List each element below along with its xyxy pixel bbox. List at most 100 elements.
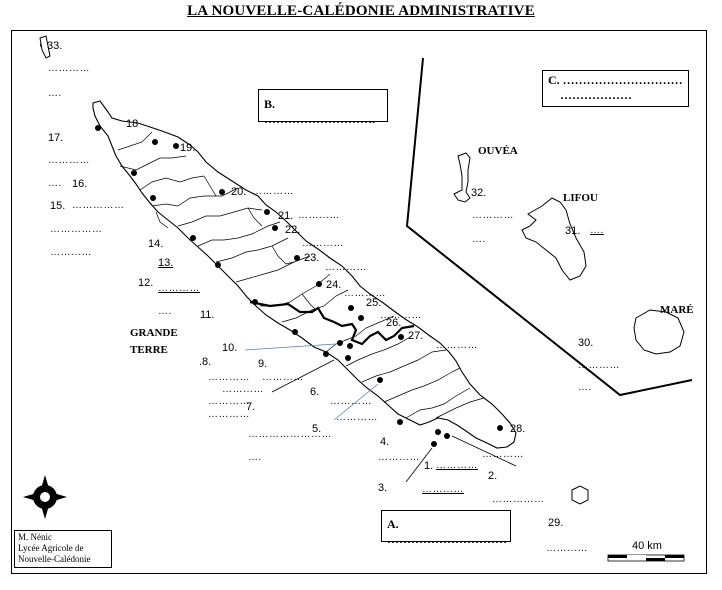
- answer-box-c[interactable]: C. ………………………… ………………: [542, 70, 689, 107]
- blank-27[interactable]: …………: [436, 340, 478, 351]
- answer-box-c-line2: ………………: [560, 88, 632, 102]
- blank-15b[interactable]: ……………: [50, 224, 103, 235]
- blank-1[interactable]: …………: [436, 460, 478, 471]
- label-31: 31.: [565, 225, 581, 237]
- blank-32a[interactable]: …………: [472, 210, 514, 221]
- label-18: 18: [126, 118, 139, 130]
- blank-8[interactable]: …………: [208, 372, 250, 383]
- blank-9[interactable]: …………: [262, 372, 304, 383]
- blank-7c[interactable]: ….: [248, 452, 262, 463]
- island-label-grande: GRANDE: [130, 327, 178, 339]
- blank-6[interactable]: …………: [330, 396, 372, 407]
- label-30: 30.: [578, 337, 594, 349]
- island-label-ouvea: OUVÉA: [478, 145, 518, 157]
- label-10: 10.: [222, 342, 238, 354]
- scale-bar: [607, 554, 685, 562]
- lifou-island: [521, 197, 587, 281]
- author-credit: M. Nénic Lycée Agricole de Nouvelle-Calé…: [14, 530, 112, 568]
- label-2: 2.: [488, 470, 498, 482]
- blank-32b[interactable]: ….: [472, 234, 486, 245]
- credit-line-2: Lycée Agricole de: [18, 543, 84, 553]
- label-28: 28.: [510, 423, 526, 435]
- label-15: 15.: [50, 200, 66, 212]
- label-17: 17.: [48, 132, 64, 144]
- mare-island: [633, 309, 685, 355]
- label-1: 1.: [424, 460, 434, 472]
- label-8: .8.: [199, 356, 212, 368]
- blank-17[interactable]: …………: [48, 155, 90, 166]
- label-32: 32.: [471, 187, 487, 199]
- blank-22[interactable]: …………: [302, 238, 344, 249]
- blank-33a[interactable]: …………: [48, 63, 90, 74]
- blank-29[interactable]: …………: [546, 543, 588, 554]
- blank-21[interactable]: …………: [298, 210, 340, 221]
- label-22: 22.: [285, 224, 301, 236]
- blank-30b[interactable]: ….: [578, 382, 592, 393]
- scale-label: 40 km: [632, 540, 662, 552]
- label-7: 7.: [246, 401, 256, 413]
- blank-8c[interactable]: …………: [208, 396, 250, 407]
- blank-33b[interactable]: ….: [48, 88, 62, 99]
- credit-line-3: Nouvelle-Calédonie: [18, 554, 91, 564]
- blank-5a[interactable]: …………: [336, 412, 378, 423]
- blank-31[interactable]: ….: [590, 225, 604, 236]
- label-24: 24.: [326, 279, 342, 291]
- blank-24[interactable]: …………: [344, 288, 386, 299]
- belep-island: [39, 35, 51, 59]
- blank-2[interactable]: ……………: [492, 494, 545, 505]
- blank-12b[interactable]: ….: [158, 306, 172, 317]
- label-6: 6.: [310, 386, 320, 398]
- answer-box-b-text: B. ……………………….: [264, 97, 375, 126]
- island-label-terre: TERRE: [130, 344, 168, 356]
- grande-terre-outline: [92, 100, 517, 449]
- blank-15[interactable]: ……………: [72, 200, 125, 211]
- ouvea-island: [453, 152, 471, 203]
- blank-23[interactable]: …………: [325, 262, 367, 273]
- blank-7[interactable]: …………: [208, 409, 250, 420]
- label-27: 27.: [408, 330, 424, 342]
- province-boundary: [249, 300, 415, 346]
- blank-5[interactable]: …………: [290, 429, 332, 440]
- blank-7b[interactable]: …………: [248, 429, 290, 440]
- label-11: 11.: [200, 309, 215, 321]
- ile-des-pins: [571, 485, 589, 505]
- label-14: 14.: [148, 238, 164, 250]
- label-16: 16.: [72, 178, 88, 190]
- label-21: 21.: [278, 210, 294, 222]
- blank-20[interactable]: …………: [252, 186, 294, 197]
- label-33: 33.: [47, 40, 63, 52]
- map-frame: [11, 30, 707, 574]
- label-20: 20.: [231, 186, 247, 198]
- label-26: 26.: [386, 317, 402, 329]
- compass-rose-icon: [23, 475, 67, 519]
- label-9: 9.: [258, 358, 268, 370]
- answer-box-a[interactable]: A. …………………………: [381, 510, 511, 546]
- answer-box-c-line1: C. …………………………: [548, 73, 683, 87]
- label-13: 13.: [158, 257, 174, 269]
- blank-28[interactable]: …………: [482, 449, 524, 460]
- label-5: 5.: [312, 423, 322, 435]
- label-25: 25.: [366, 297, 382, 309]
- label-12: 12.: [138, 277, 154, 289]
- blank-3[interactable]: …………: [422, 484, 464, 495]
- answer-box-a-text: A. …………………………: [387, 517, 507, 546]
- blank-8b[interactable]: …………: [222, 384, 264, 395]
- map-title: LA NOUVELLE-CALÉDONIE ADMINISTRATIVE: [187, 3, 535, 19]
- label-4: 4.: [380, 436, 390, 448]
- loyalty-separator: [405, 57, 693, 397]
- pointer-lines: [244, 343, 517, 483]
- blank-16[interactable]: ….: [48, 178, 62, 189]
- label-3: 3.: [378, 482, 388, 494]
- label-19: 19.: [180, 142, 196, 154]
- blank-25[interactable]: …………: [380, 310, 422, 321]
- label-29: 29.: [548, 517, 564, 529]
- label-23: 23.: [304, 252, 320, 264]
- credit-line-1: M. Nénic: [18, 532, 52, 542]
- blank-30a[interactable]: …………: [578, 360, 620, 371]
- blank-12[interactable]: …………: [158, 283, 200, 294]
- blank-4[interactable]: …………: [378, 452, 420, 463]
- blank-14[interactable]: …………: [50, 247, 92, 258]
- answer-box-b[interactable]: B. ……………………….: [258, 89, 388, 126]
